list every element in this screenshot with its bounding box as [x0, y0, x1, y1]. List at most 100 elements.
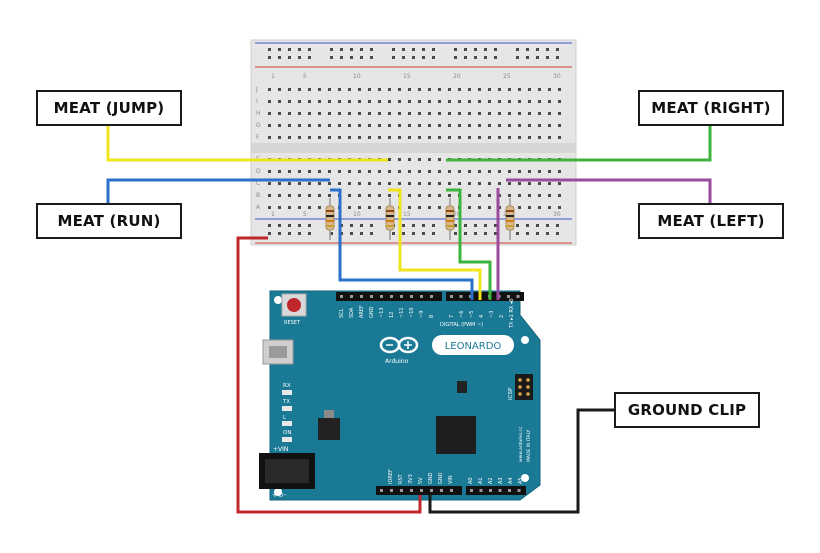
hole — [368, 88, 371, 91]
hole — [318, 112, 321, 115]
hole — [508, 124, 511, 127]
hole — [370, 224, 373, 227]
hole — [308, 182, 311, 185]
hole — [378, 100, 381, 103]
hole — [538, 182, 541, 185]
hole — [268, 136, 271, 139]
site-label: www.arduino.cc — [518, 426, 524, 462]
model-label: LEONARDO — [445, 341, 502, 352]
hole — [268, 100, 271, 103]
hole — [402, 232, 405, 235]
pin-label: 5V — [418, 477, 424, 484]
hole — [428, 112, 431, 115]
hole — [498, 88, 501, 91]
hole — [408, 88, 411, 91]
hole — [338, 112, 341, 115]
hole — [418, 112, 421, 115]
hole — [360, 56, 363, 59]
hole — [556, 224, 559, 227]
made-label: MADE IN ITALY — [526, 429, 532, 462]
pin-label: 12 — [389, 312, 395, 318]
hole — [478, 206, 481, 209]
led-tx-label: TX — [282, 399, 290, 405]
hole — [360, 295, 363, 298]
hole — [308, 224, 311, 227]
hole — [536, 224, 539, 227]
microcontroller-chip — [436, 416, 476, 454]
hole — [518, 206, 521, 209]
hole — [556, 232, 559, 235]
pin-label: A5 — [518, 477, 524, 484]
col-number: 5 — [303, 73, 307, 80]
hole — [358, 112, 361, 115]
hole — [538, 100, 541, 103]
hole — [422, 224, 425, 227]
hole — [518, 124, 521, 127]
hole — [338, 124, 341, 127]
hole — [498, 124, 501, 127]
pin-label: VIN — [448, 475, 454, 484]
hole — [308, 136, 311, 139]
hole — [488, 206, 491, 209]
hole — [298, 224, 301, 227]
hole — [528, 124, 531, 127]
hole — [358, 124, 361, 127]
hole — [288, 206, 291, 209]
hole — [546, 232, 549, 235]
hole — [448, 112, 451, 115]
hole — [548, 136, 551, 139]
hole — [278, 170, 281, 173]
hole — [458, 136, 461, 139]
hole — [498, 182, 501, 185]
hole — [478, 170, 481, 173]
hole — [328, 182, 331, 185]
breadboard-column-numbers: 1 5 10 15 20 25 30 1 5 10 15 20 25 30 — [271, 73, 561, 218]
pin-label: A2 — [488, 477, 494, 484]
hole — [330, 232, 333, 235]
hole — [430, 295, 433, 298]
hole — [498, 136, 501, 139]
row-letter: B — [256, 192, 260, 199]
hole — [398, 182, 401, 185]
wire-green-right-board — [446, 188, 492, 300]
hole — [358, 206, 361, 209]
hole — [526, 224, 529, 227]
hole — [388, 194, 391, 197]
hole — [288, 100, 291, 103]
hole — [330, 48, 333, 51]
voltage-regulator — [318, 418, 340, 440]
hole — [558, 194, 561, 197]
row-letter: C — [256, 180, 260, 187]
hole — [388, 182, 391, 185]
hole — [418, 158, 421, 161]
hole — [378, 170, 381, 173]
hole — [288, 124, 291, 127]
hole — [370, 232, 373, 235]
hole — [468, 170, 471, 173]
hole — [360, 232, 363, 235]
hole — [528, 88, 531, 91]
hole — [484, 224, 487, 227]
col-number: 1 — [271, 211, 275, 218]
hole — [458, 88, 461, 91]
label-text: MEAT (JUMP) — [53, 99, 165, 117]
hole — [408, 206, 411, 209]
hole — [268, 124, 271, 127]
hole — [478, 182, 481, 185]
hole — [478, 194, 481, 197]
hole — [508, 489, 511, 492]
hole — [288, 182, 291, 185]
hole — [298, 206, 301, 209]
hole — [474, 224, 477, 227]
row-letter: A — [256, 204, 261, 211]
hole — [468, 88, 471, 91]
hole — [338, 100, 341, 103]
hole — [328, 136, 331, 139]
status-leds: RX TX L ON — [282, 383, 292, 442]
hole — [516, 224, 519, 227]
col-number: 15 — [403, 211, 411, 218]
hole — [428, 136, 431, 139]
hole — [484, 48, 487, 51]
hole — [410, 489, 413, 492]
hole — [488, 194, 491, 197]
